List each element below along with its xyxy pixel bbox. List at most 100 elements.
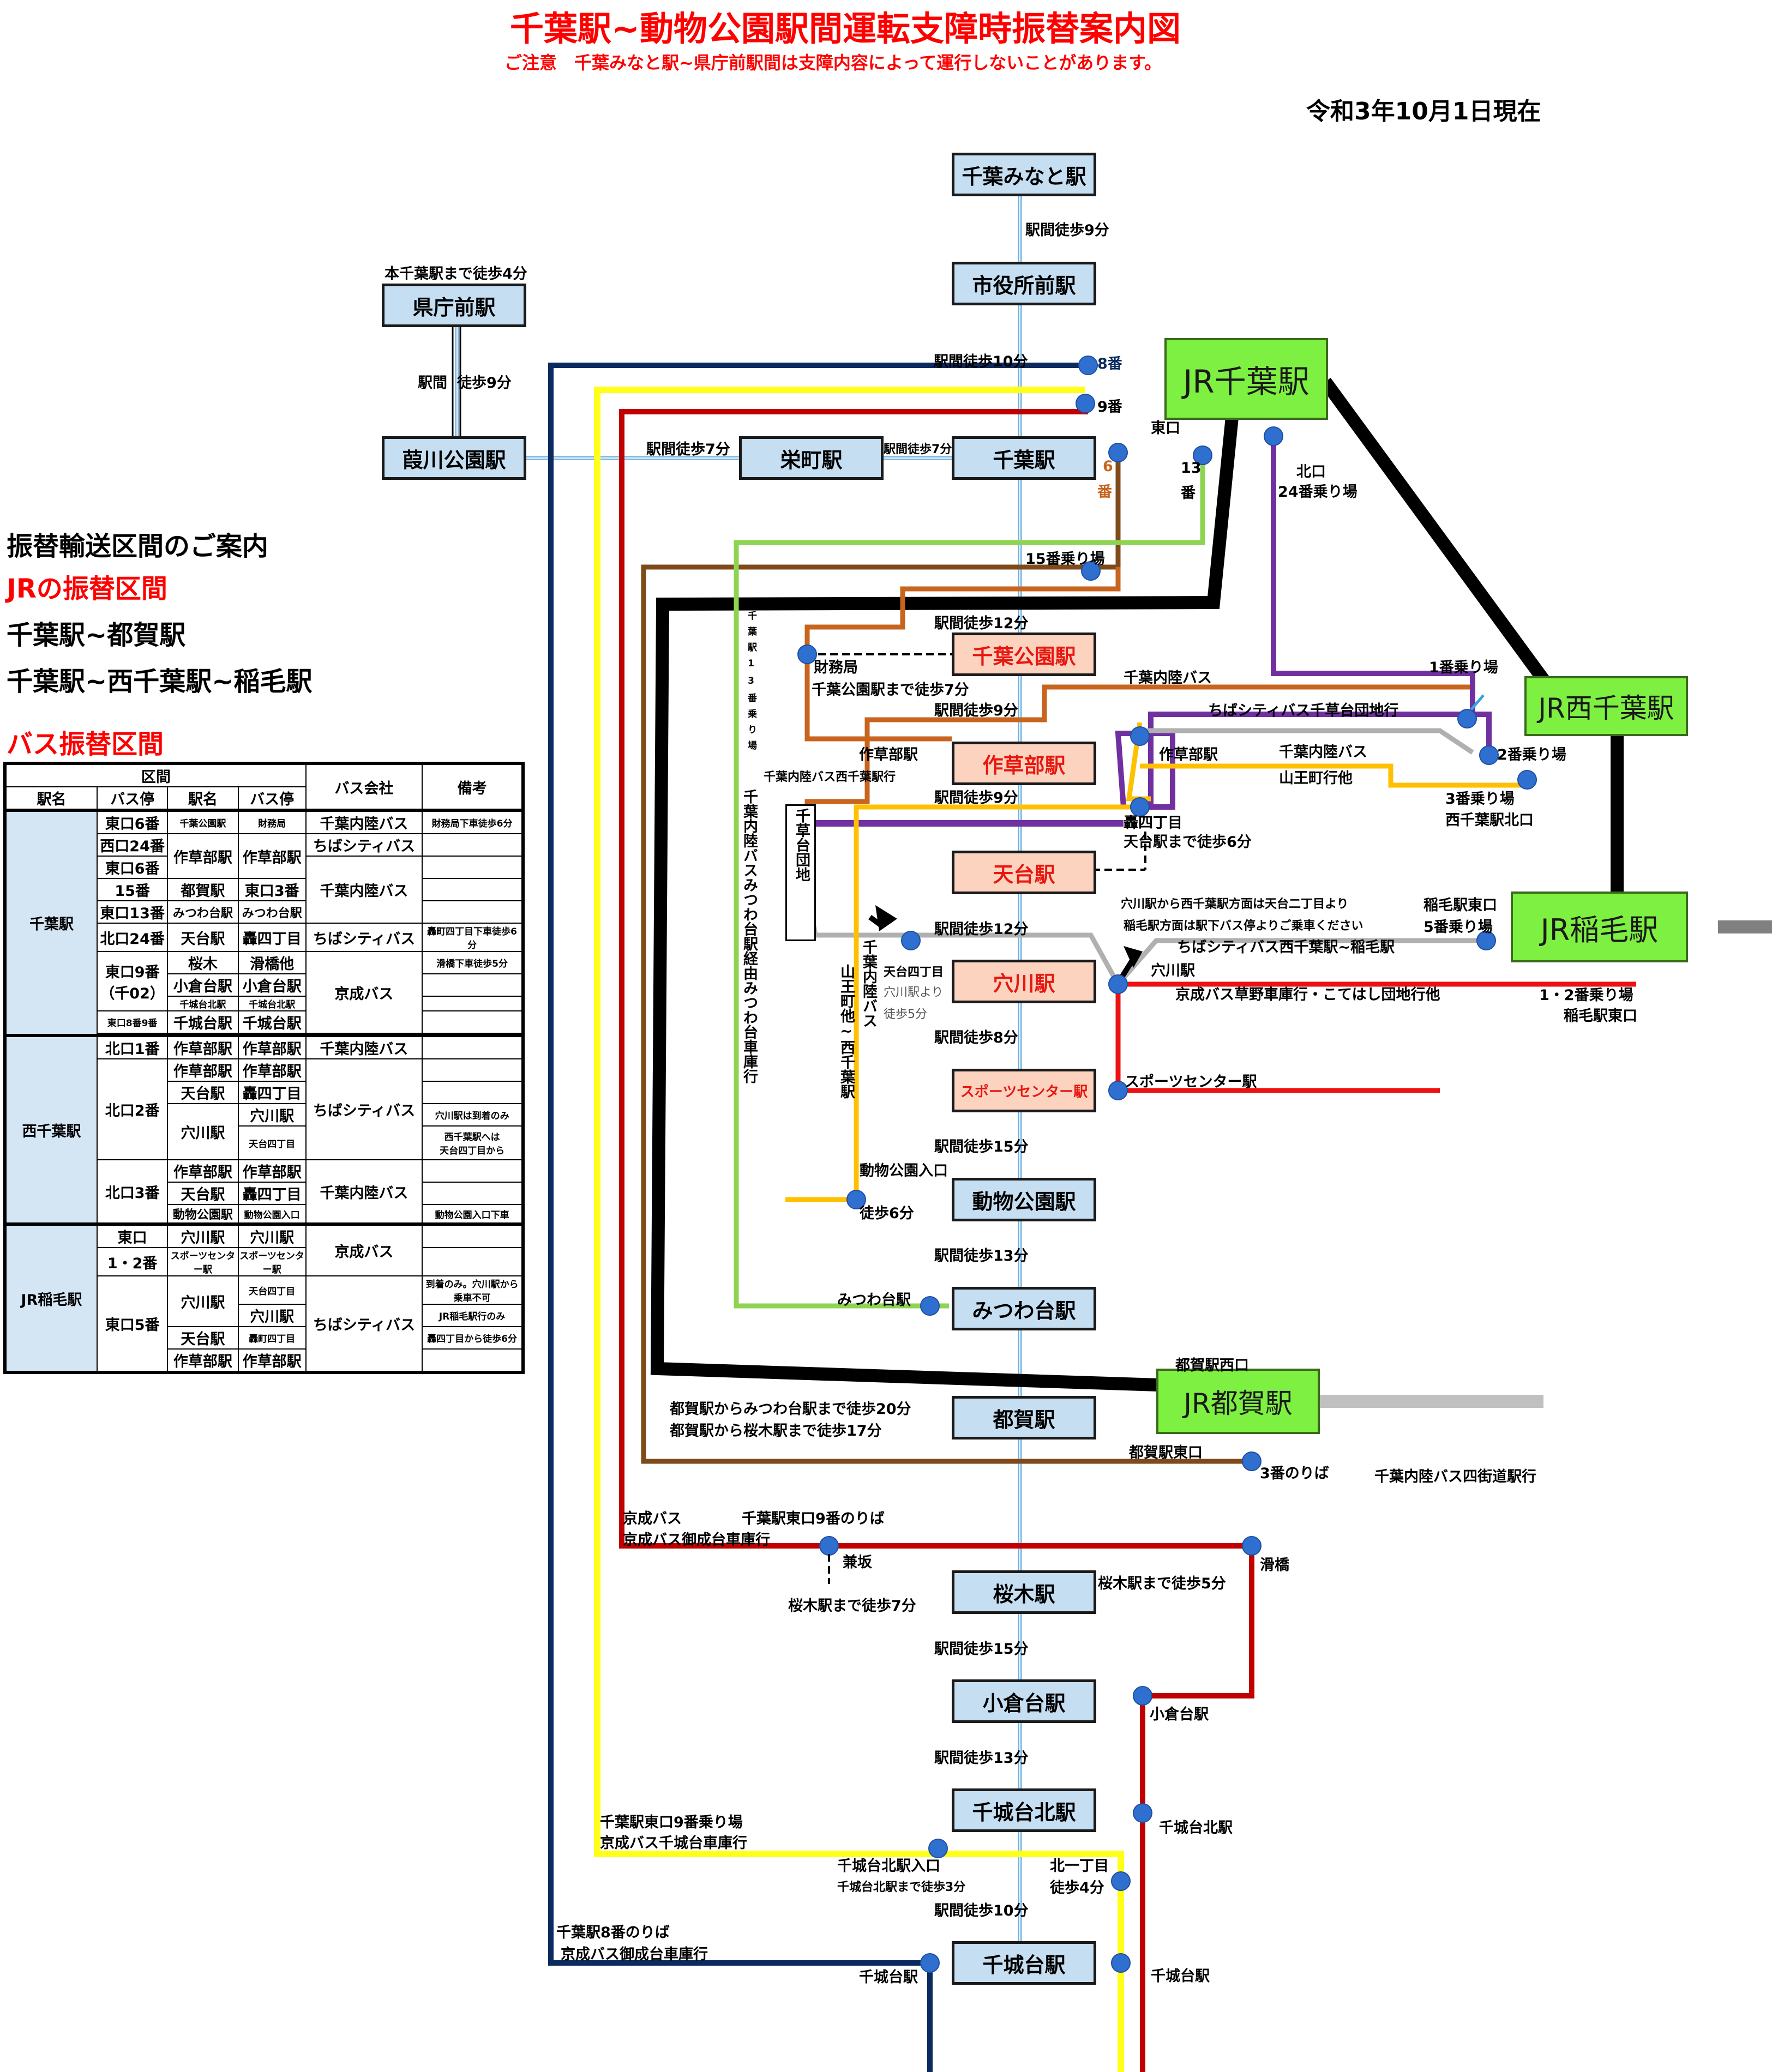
bus-stop-dot xyxy=(1242,1536,1262,1556)
table-cell xyxy=(422,900,524,924)
table-header: 備考 xyxy=(422,763,524,811)
walk-label: 駅間徒歩12分 xyxy=(934,615,1029,632)
bus-stop-dot xyxy=(1264,426,1283,446)
table-cell: 天台駅 xyxy=(167,1182,239,1205)
station-oguradai[interactable]: 小倉台駅 xyxy=(952,1679,1096,1723)
table-cell xyxy=(422,1159,524,1183)
note-text: 徒歩5分 xyxy=(884,1008,927,1021)
table-row: 天台四丁目 西千葉駅へは天台四丁目から xyxy=(5,1125,524,1160)
walk-label: 徒歩9分 xyxy=(457,375,512,391)
station-kencho-mae[interactable]: 県庁前駅 xyxy=(382,284,526,327)
table-cell: スポーツセンター駅 xyxy=(167,1247,239,1276)
table-cell xyxy=(422,1034,524,1059)
station-anagawa[interactable]: 穴川駅 xyxy=(952,960,1096,1003)
table-cell: 作草部駅 xyxy=(167,1348,239,1373)
table-cell: 作草部駅 xyxy=(237,1034,307,1059)
table-cell xyxy=(422,1010,524,1034)
bus-transfer-table: 区間 バス会社 備考 駅名 バス停 駅名 バス停 千葉駅 東口6番 千葉公園駅 … xyxy=(3,762,525,1374)
walk-label: 駅間徒歩15分 xyxy=(934,1641,1029,1658)
station-dobutsu-koen[interactable]: 動物公園駅 xyxy=(952,1178,1096,1221)
table-row: 北口2番 作草部駅 作草部駅 ちばシティバス xyxy=(5,1058,524,1160)
bay-label: 3番のりば xyxy=(1260,1465,1329,1482)
table-cell: 穴川駅 xyxy=(167,1103,239,1160)
jr-chiba-station[interactable]: JR千葉駅 xyxy=(1164,338,1328,420)
table-cell xyxy=(422,1247,524,1276)
station-sakuragi[interactable]: 桜木駅 xyxy=(952,1570,1096,1614)
station-yoshikawa-koen[interactable]: 葭川公園駅 xyxy=(382,436,526,480)
table-cell xyxy=(422,1348,524,1373)
walk-label: 駅間 xyxy=(418,375,447,391)
bus-label: ちばシティバス千草台団地行 xyxy=(1208,702,1399,719)
bay-label: 番 xyxy=(1097,484,1112,501)
table-row: 天台駅 轟四丁目 xyxy=(5,1182,524,1205)
bus-stop-dot xyxy=(819,1536,839,1556)
table-header: バス停 xyxy=(96,786,169,811)
table-cell: 西千葉駅へは天台四丁目から xyxy=(422,1125,524,1160)
jr-section-heading: JRの振替区間 xyxy=(7,574,167,604)
station-chiba-koen[interactable]: 千葉公園駅 xyxy=(952,633,1096,676)
table-cell: 千葉公園駅 xyxy=(167,809,239,834)
bus-stop-dot xyxy=(1517,770,1537,790)
bus-stop-label: 作草部駅 xyxy=(859,746,918,763)
station-chiba[interactable]: 千葉駅 xyxy=(952,436,1096,480)
table-cell: 財務局 xyxy=(237,809,307,834)
table-cell: 作草部駅 xyxy=(167,833,239,879)
jr-section-item: 千葉駅~西千葉駅~稲毛駅 xyxy=(7,666,313,697)
bay-label: 千葉駅東口9番乗り場 xyxy=(600,1814,743,1831)
station-tsuga[interactable]: 都賀駅 xyxy=(952,1396,1096,1439)
table-row: 穴川駅 穴川駅 穴川駅は到着のみ xyxy=(5,1103,524,1160)
table-cell: 滑橋他 xyxy=(237,951,307,974)
station-chiba-minato[interactable]: 千葉みなと駅 xyxy=(952,153,1096,196)
page-title: 千葉駅~動物公園駅間運転支障時振替案内図 xyxy=(510,9,1181,49)
station-chishirodai-kita[interactable]: 千城台北駅 xyxy=(952,1788,1096,1832)
walk-note: 天台駅まで徒歩6分 xyxy=(1124,834,1252,851)
table-cell: 作草部駅 xyxy=(237,833,307,879)
jr-tsuga-station[interactable]: JR都賀駅 xyxy=(1156,1369,1320,1434)
station-sakusabe[interactable]: 作草部駅 xyxy=(952,742,1096,785)
table-cell: 千葉内陸バス xyxy=(305,856,423,924)
table-cell: 京成バス xyxy=(305,1222,423,1276)
table-cell: 小倉台駅 xyxy=(167,973,239,997)
bus-label: 千葉内陸バス xyxy=(1279,744,1367,761)
walk-note: 徒歩6分 xyxy=(860,1205,914,1222)
bus-stop-label: 千城台北駅入口 xyxy=(837,1858,940,1875)
bus-stop-label: 兼坂 xyxy=(843,1554,872,1571)
bay-label: 24番乗り場 xyxy=(1278,484,1357,501)
table-cell: 財務局下車徒歩6分 xyxy=(422,809,524,834)
exit-label: 稲毛駅東口 xyxy=(1423,897,1497,914)
bus-stop-dot xyxy=(1133,1686,1152,1706)
walk-label: 駅間徒歩8分 xyxy=(934,1029,1018,1046)
table-row: 北口3番 作草部駅 作草部駅 千葉内陸バス xyxy=(5,1159,524,1225)
bus-label: 京成バス御成台車庫行 xyxy=(561,1946,708,1963)
table-cell: 千城台駅 xyxy=(237,1010,307,1034)
table-cell xyxy=(422,1081,524,1104)
station-sakaecho[interactable]: 栄町駅 xyxy=(739,436,884,480)
bay-label: 8番 xyxy=(1097,356,1122,372)
bus-stop-label: 小倉台駅 xyxy=(1150,1706,1209,1723)
exit-label: 西千葉駅北口 xyxy=(1445,812,1534,829)
table-cell: 轟町四丁目下車徒歩6分 xyxy=(422,923,524,952)
table-row: 1・2番 スポーツセンター駅 スポーツセンター駅 xyxy=(5,1247,524,1276)
table-cell: 小倉台駅 xyxy=(237,973,307,997)
table-cell: 動物公園駅 xyxy=(167,1204,239,1225)
walk-label: 駅間徒歩9分 xyxy=(1025,222,1109,239)
bus-stop-label: 千城台北駅 xyxy=(1159,1820,1233,1836)
walk-note: 徒歩4分 xyxy=(1050,1880,1104,1896)
station-tendai[interactable]: 天台駅 xyxy=(952,851,1096,894)
station-shiyakusho-mae[interactable]: 市役所前駅 xyxy=(952,262,1096,305)
jr-inage-station[interactable]: JR稲毛駅 xyxy=(1511,892,1688,962)
bus-label-vertical: 千葉内陸バスみつわ台駅経由みつわ台車庫行 xyxy=(741,789,758,1083)
table-cell: 天台四丁目 xyxy=(237,1125,307,1160)
jr-nishichiba-station[interactable]: JR西千葉駅 xyxy=(1524,676,1688,736)
bay-label: 15番乗り場 xyxy=(1025,551,1105,568)
table-row: 東口6番 千葉内陸バス xyxy=(5,856,524,924)
station-chishirodai[interactable]: 千城台駅 xyxy=(952,1941,1096,1985)
table-row: 穴川駅 JR稲毛駅行のみ xyxy=(5,1304,524,1327)
walk-note: 桜木駅まで徒歩5分 xyxy=(1098,1575,1226,1592)
station-sports-center[interactable]: スポーツセンター駅 xyxy=(952,1069,1096,1112)
station-mitsuwadai[interactable]: みつわ台駅 xyxy=(952,1287,1096,1330)
table-cell: 東口6番 xyxy=(96,809,169,834)
bus-stop-label: 北一丁目 xyxy=(1050,1858,1109,1875)
bus-stop-dot xyxy=(1081,561,1101,581)
table-cell: 穴川駅は到着のみ xyxy=(422,1103,524,1127)
